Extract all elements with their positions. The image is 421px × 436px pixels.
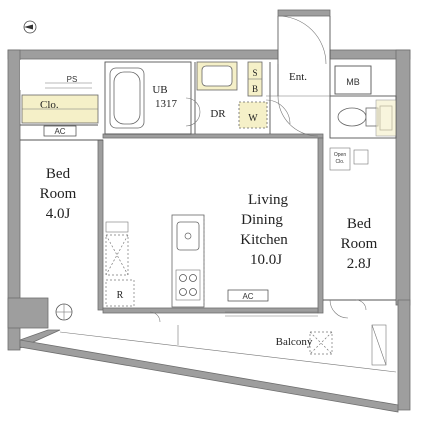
bed2-label-line3: 2.8J: [347, 256, 372, 272]
unit-bath: UB 1317: [109, 67, 201, 129]
living-dining-kitchen: Living Dining Kitchen 10.0J: [240, 192, 288, 268]
bedroom-1: Bed Room 4.0J: [40, 166, 77, 321]
ldk-label-line3: Kitchen: [240, 232, 288, 248]
sb-label-line1: S: [252, 68, 257, 78]
ac-bed1-label: AC: [54, 127, 65, 136]
ps-label: PS: [67, 75, 78, 84]
bed2-label-line2: Room: [341, 236, 378, 252]
bed1-label-line3: 4.0J: [46, 206, 71, 222]
ac-ldk-label: AC: [242, 292, 253, 301]
ldk-label-line2: Dining: [241, 212, 283, 228]
north-arrow-icon: [23, 20, 37, 34]
open-clo-label-line1: Open: [334, 152, 346, 158]
bed1-label-line2: Room: [40, 186, 77, 202]
refrigerator-space: R: [105, 221, 135, 307]
dressing-room: DR W: [196, 61, 268, 129]
entrance: Ent.: [265, 15, 330, 137]
open-clo-label-line2: Clo.: [336, 159, 345, 165]
ldk-label-line1: Living: [248, 192, 288, 208]
dr-label: DR: [210, 108, 226, 120]
balcony-label: Balcony: [276, 336, 313, 348]
toilet: [337, 99, 397, 137]
ub-label-line1: UB: [152, 84, 167, 96]
ac-unit-ldk: AC: [227, 289, 269, 302]
kitchen-counter: [171, 214, 205, 308]
sliding-windows: [149, 299, 367, 323]
ac-unit-bed1: AC: [43, 125, 77, 137]
ub-label-line2: 1317: [155, 98, 178, 110]
ldk-label-line4: 10.0J: [250, 252, 282, 268]
shoe-box: S B: [247, 61, 263, 97]
sb-label-line2: B: [252, 84, 258, 94]
w-label: W: [248, 113, 258, 124]
bed2-label-line1: Bed: [347, 216, 372, 232]
ps-area: PS: [20, 60, 102, 90]
balcony: Balcony: [59, 324, 397, 373]
r-label: R: [117, 290, 124, 301]
closet: Clo.: [21, 94, 99, 124]
bed1-label-line1: Bed: [46, 166, 71, 182]
bedroom-2: Bed Room 2.8J: [341, 216, 378, 272]
ent-label: Ent.: [289, 71, 307, 83]
clo-label: Clo.: [40, 99, 59, 111]
meter-box: MB: [346, 77, 360, 87]
outer-walls: [7, 9, 411, 413]
open-closet: Open Clo.: [329, 147, 369, 171]
mb-label: MB: [346, 77, 360, 87]
